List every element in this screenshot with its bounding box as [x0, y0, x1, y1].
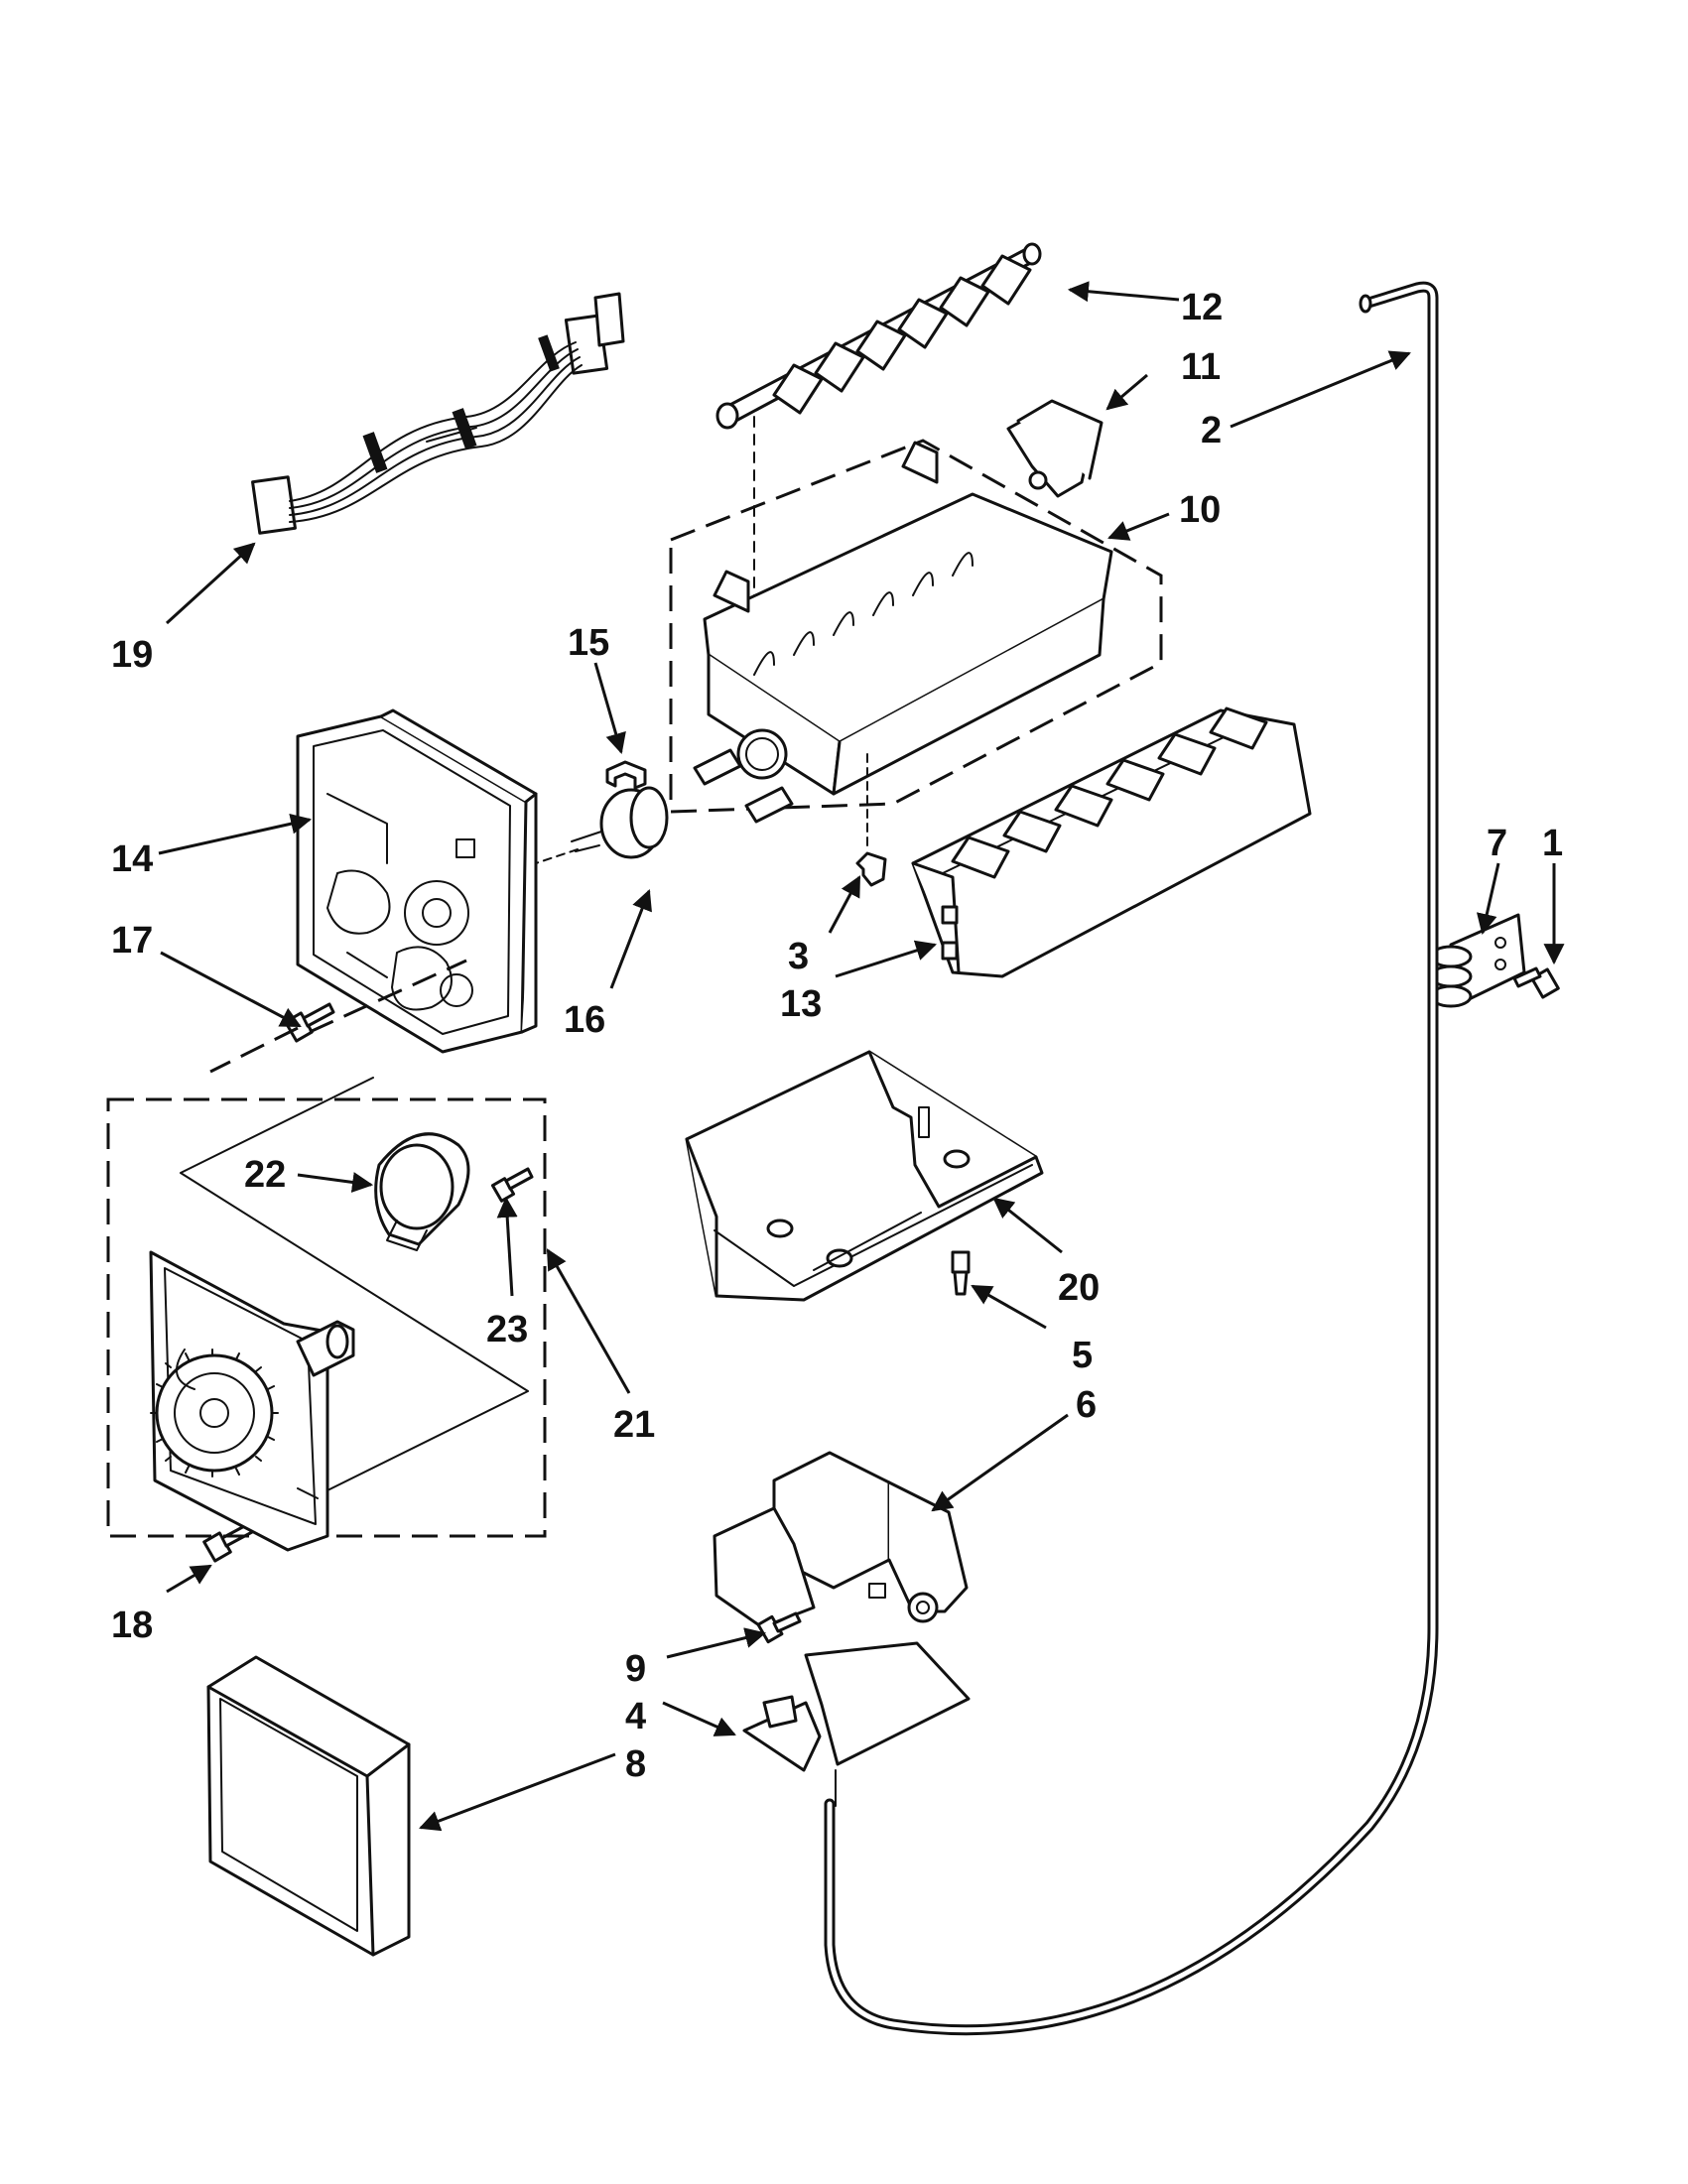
motor-assembly-box — [106, 1097, 547, 1538]
fill-cup — [1006, 399, 1104, 498]
ice-mold — [693, 441, 1113, 846]
callout-3: 3 — [788, 936, 809, 977]
mold-outline — [669, 439, 1163, 814]
callout-17: 17 — [111, 920, 153, 962]
callout-22: 22 — [244, 1154, 286, 1196]
callout-5: 5 — [1072, 1335, 1093, 1376]
wire-harness — [251, 292, 625, 535]
callout-8: 8 — [625, 1743, 646, 1785]
leader-lines — [158, 281, 1565, 1832]
ejector — [715, 242, 1042, 739]
callout-6: 6 — [1076, 1384, 1097, 1426]
water-valve — [713, 1451, 969, 1629]
callout-1: 1 — [1542, 823, 1563, 864]
callout-12: 12 — [1181, 287, 1223, 328]
callout-16: 16 — [564, 999, 605, 1041]
thermostat — [535, 786, 669, 864]
callout-23: 23 — [486, 1309, 528, 1350]
callout-18: 18 — [111, 1605, 153, 1646]
screw-18 — [202, 1522, 254, 1563]
callout-21: 21 — [613, 1404, 655, 1446]
control-module-housing — [296, 708, 538, 1054]
screw-5 — [951, 1250, 971, 1296]
callout-7: 7 — [1487, 823, 1507, 864]
callout-4: 4 — [625, 1696, 646, 1737]
ice-stripper — [911, 707, 1312, 978]
module-cover — [206, 1655, 411, 1957]
motor-assembly — [149, 1077, 529, 1552]
tube-clamp — [1429, 913, 1526, 1008]
callout-9: 9 — [625, 1648, 646, 1690]
callout-10: 10 — [1179, 489, 1221, 531]
callout-2: 2 — [1201, 410, 1222, 451]
callout-14: 14 — [111, 838, 153, 880]
ice-bin-tray — [685, 1050, 1044, 1302]
motor — [374, 1132, 470, 1251]
callout-11: 11 — [1181, 346, 1221, 388]
clip-3 — [855, 851, 887, 887]
screw-23 — [490, 1167, 534, 1203]
fill-tube — [824, 281, 1439, 2036]
callout-labels: 12 11 2 10 19 15 14 16 17 3 13 7 1 22 23… — [111, 287, 1563, 1785]
callout-13: 13 — [780, 983, 822, 1025]
callout-20: 20 — [1058, 1267, 1100, 1309]
valve-bracket — [742, 1641, 971, 1807]
screw-1 — [1512, 966, 1560, 999]
thermostat-clip — [605, 760, 647, 790]
callout-19: 19 — [111, 634, 153, 676]
callout-15: 15 — [568, 622, 609, 664]
